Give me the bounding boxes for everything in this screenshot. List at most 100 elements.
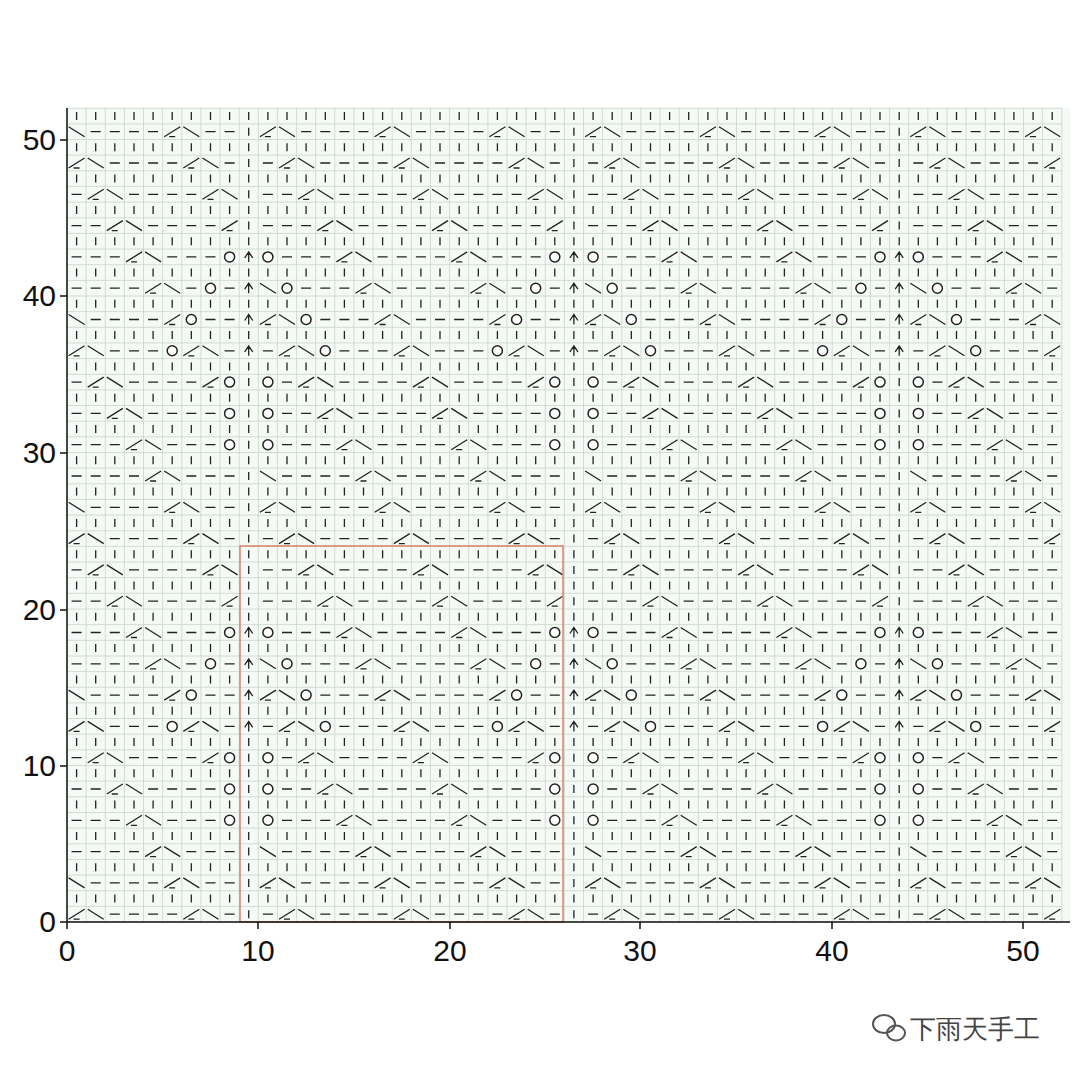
yarn-over (512, 690, 522, 700)
yarn-over (875, 440, 885, 450)
yarn-over (263, 252, 273, 262)
stitch-marks (69, 112, 1061, 919)
yarn-over (913, 408, 923, 418)
yarn-over (206, 283, 216, 293)
yarn-over (875, 252, 885, 262)
yarn-over (588, 753, 598, 763)
yarn-over (263, 440, 273, 450)
yarn-over (971, 346, 981, 356)
axis-number: 50 (1006, 936, 1039, 966)
axis-number: 20 (433, 936, 466, 966)
stitch-symbols (69, 112, 1061, 919)
chart-ground (67, 108, 1070, 922)
yarn-over (550, 252, 560, 262)
yarn-over (913, 252, 923, 262)
yarn-over (875, 628, 885, 638)
yarn-over (588, 628, 598, 638)
yarn-over (320, 346, 330, 356)
axis-number: 30 (23, 438, 56, 468)
yarn-over (856, 283, 866, 293)
grid-lines (67, 108, 1062, 922)
axis-number: 0 (59, 936, 76, 966)
yarn-over (913, 377, 923, 387)
yarn-over (282, 659, 292, 669)
yarn-over (913, 753, 923, 763)
axis-number: 40 (815, 936, 848, 966)
yarn-over (550, 753, 560, 763)
repeat-box (240, 546, 563, 922)
yarn-over (818, 346, 828, 356)
yarn-over (971, 721, 981, 731)
yarn-over (531, 283, 541, 293)
yarn-over (588, 784, 598, 794)
yarn-over (932, 283, 942, 293)
axis-number: 10 (23, 751, 56, 781)
axis-number: 0 (39, 907, 56, 937)
watermark: 下雨天手工 (910, 1014, 1040, 1044)
yarn-over (550, 377, 560, 387)
yarn-over (818, 721, 828, 731)
yarn-over (875, 753, 885, 763)
yarn-over (550, 408, 560, 418)
yarn-over (225, 377, 235, 387)
yarn-over (607, 283, 617, 293)
yarn-over (626, 315, 636, 325)
yarn-over (550, 784, 560, 794)
axis-number: 20 (23, 595, 56, 625)
yarn-over (588, 408, 598, 418)
yarn-over (875, 784, 885, 794)
yarn-over (550, 628, 560, 638)
yarn-over (263, 815, 273, 825)
yarn-over (263, 377, 273, 387)
yarn-over (952, 690, 962, 700)
yarn-over (875, 408, 885, 418)
yarn-over (837, 690, 847, 700)
yarn-over (320, 721, 330, 731)
yarn-over (282, 283, 292, 293)
yarn-over (875, 377, 885, 387)
yarn-over (913, 628, 923, 638)
axis-number: 50 (23, 125, 56, 155)
yarn-over (225, 252, 235, 262)
yarn-over (646, 346, 656, 356)
yarn-over (263, 784, 273, 794)
yarn-over (837, 315, 847, 325)
yarn-over (856, 659, 866, 669)
yarn-over (186, 690, 196, 700)
yarn-over (588, 440, 598, 450)
yarn-over (588, 252, 598, 262)
yarn-over (225, 753, 235, 763)
yarn-over (550, 815, 560, 825)
axis-number: 30 (623, 936, 656, 966)
yarn-over (646, 721, 656, 731)
yarn-over (492, 346, 502, 356)
yarn-over (225, 815, 235, 825)
yarn-over (301, 690, 311, 700)
yarn-over (913, 784, 923, 794)
yarn-over (263, 408, 273, 418)
yarn-over (186, 315, 196, 325)
wechat-icon (873, 1015, 905, 1041)
yarn-over (167, 346, 177, 356)
yarn-over (225, 784, 235, 794)
axes (60, 108, 1070, 929)
yarn-over (875, 815, 885, 825)
yarn-over (263, 628, 273, 638)
yarn-over (913, 815, 923, 825)
yarn-over (913, 440, 923, 450)
yarn-over (301, 315, 311, 325)
yarn-over (225, 440, 235, 450)
yarn-over (263, 753, 273, 763)
yarn-over (225, 408, 235, 418)
grid-path (67, 108, 1062, 922)
yarn-over (607, 659, 617, 669)
yarn-over (492, 721, 502, 731)
yarn-over (588, 377, 598, 387)
axis-number: 10 (241, 936, 274, 966)
yarn-over (225, 628, 235, 638)
yarn-over (512, 315, 522, 325)
yarn-over (626, 690, 636, 700)
yarn-over (588, 815, 598, 825)
yarn-over (167, 721, 177, 731)
